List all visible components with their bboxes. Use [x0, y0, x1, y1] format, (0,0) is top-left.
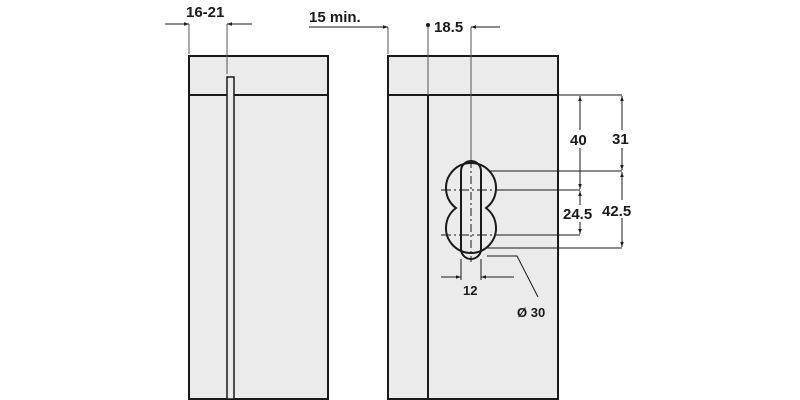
dimension-label-18-5: 18.5	[434, 19, 463, 36]
dimension-label-16-21: 16-21	[186, 4, 224, 21]
dimension-label-24-5: 24.5	[563, 206, 592, 223]
dimension-label-12: 12	[463, 283, 477, 298]
dimension-label-15-min: 15 min.	[309, 9, 361, 26]
dimension-label-42-5: 42.5	[602, 203, 631, 220]
left-panel-view: 16-21	[165, 4, 329, 400]
dimension-label-40: 40	[570, 132, 587, 149]
dimension-label-31: 31	[612, 131, 629, 148]
diameter-leader-line	[487, 255, 539, 298]
left-panel-body	[188, 55, 329, 400]
dimension-dot	[426, 23, 430, 27]
left-panel-groove	[226, 76, 235, 400]
dimension-label-diameter-30: Ø 30	[517, 305, 545, 320]
right-panel-view: 15 min. 18.5 40 31 24.5 42.5	[309, 9, 631, 400]
